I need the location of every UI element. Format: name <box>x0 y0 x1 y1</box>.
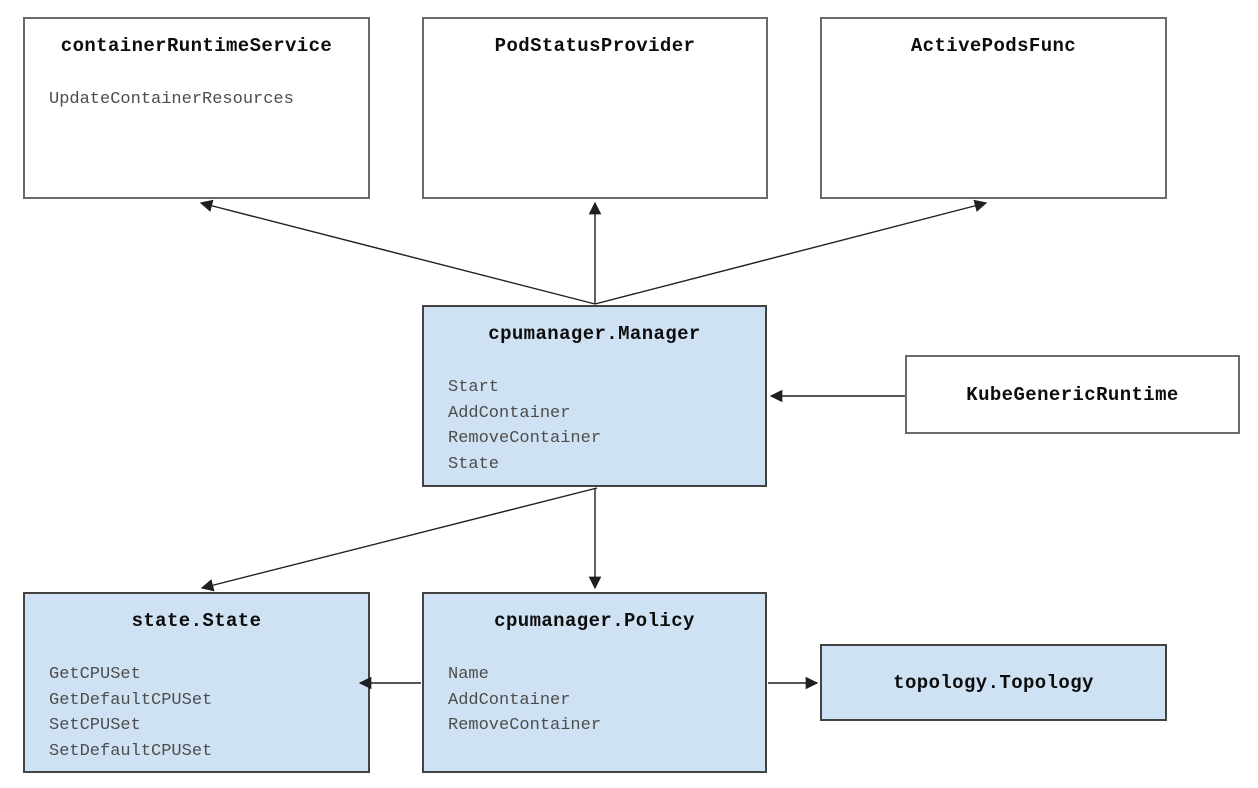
node-title: cpumanager.Policy <box>494 610 695 632</box>
method: AddContainer <box>448 690 571 710</box>
node-methods: GetCPUSet GetDefaultCPUSet SetCPUSet Set… <box>25 662 368 764</box>
node-title: topology.Topology <box>893 671 1094 694</box>
node-methods: Start AddContainer RemoveContainer State <box>424 375 765 477</box>
node-cpumanager-manager: cpumanager.Manager Start AddContainer Re… <box>422 305 767 487</box>
node-state-state: state.State GetCPUSet GetDefaultCPUSet S… <box>23 592 370 773</box>
node-title: KubeGenericRuntime <box>966 383 1179 406</box>
node-pod-status-provider: PodStatusProvider <box>422 17 768 199</box>
node-methods: UpdateContainerResources <box>25 87 368 113</box>
node-title: ActivePodsFunc <box>910 35 1077 57</box>
node-topology-topology: topology.Topology <box>820 644 1167 721</box>
method: State <box>448 454 500 474</box>
node-title: cpumanager.Manager <box>488 323 701 345</box>
node-cpumanager-policy: cpumanager.Policy Name AddContainer Remo… <box>422 592 767 773</box>
method: SetCPUSet <box>49 716 141 735</box>
node-title: containerRuntimeService <box>60 35 333 57</box>
method: Start <box>448 378 500 397</box>
method: RemoveContainer <box>448 429 602 448</box>
node-title: PodStatusProvider <box>494 35 696 57</box>
edge-manager-to-state <box>200 487 598 592</box>
method: UpdateContainerResources <box>49 90 294 109</box>
node-title: state.State <box>131 610 262 632</box>
method: SetDefaultCPUSet <box>49 741 213 761</box>
node-active-pods-func: ActivePodsFunc <box>820 17 1167 199</box>
node-container-runtime-service: containerRuntimeService UpdateContainerR… <box>23 17 370 199</box>
edge-manager-to-container-runtime-service <box>199 199 596 305</box>
method: Name <box>448 665 489 684</box>
method: RemoveContainer <box>448 716 602 735</box>
method: GetCPUSet <box>49 665 141 684</box>
edge-manager-to-active-pods-func <box>594 199 988 305</box>
node-kube-generic-runtime: KubeGenericRuntime <box>905 355 1240 434</box>
node-methods: Name AddContainer RemoveContainer <box>424 662 765 739</box>
method: AddContainer <box>448 403 571 423</box>
method: GetDefaultCPUSet <box>49 690 213 710</box>
